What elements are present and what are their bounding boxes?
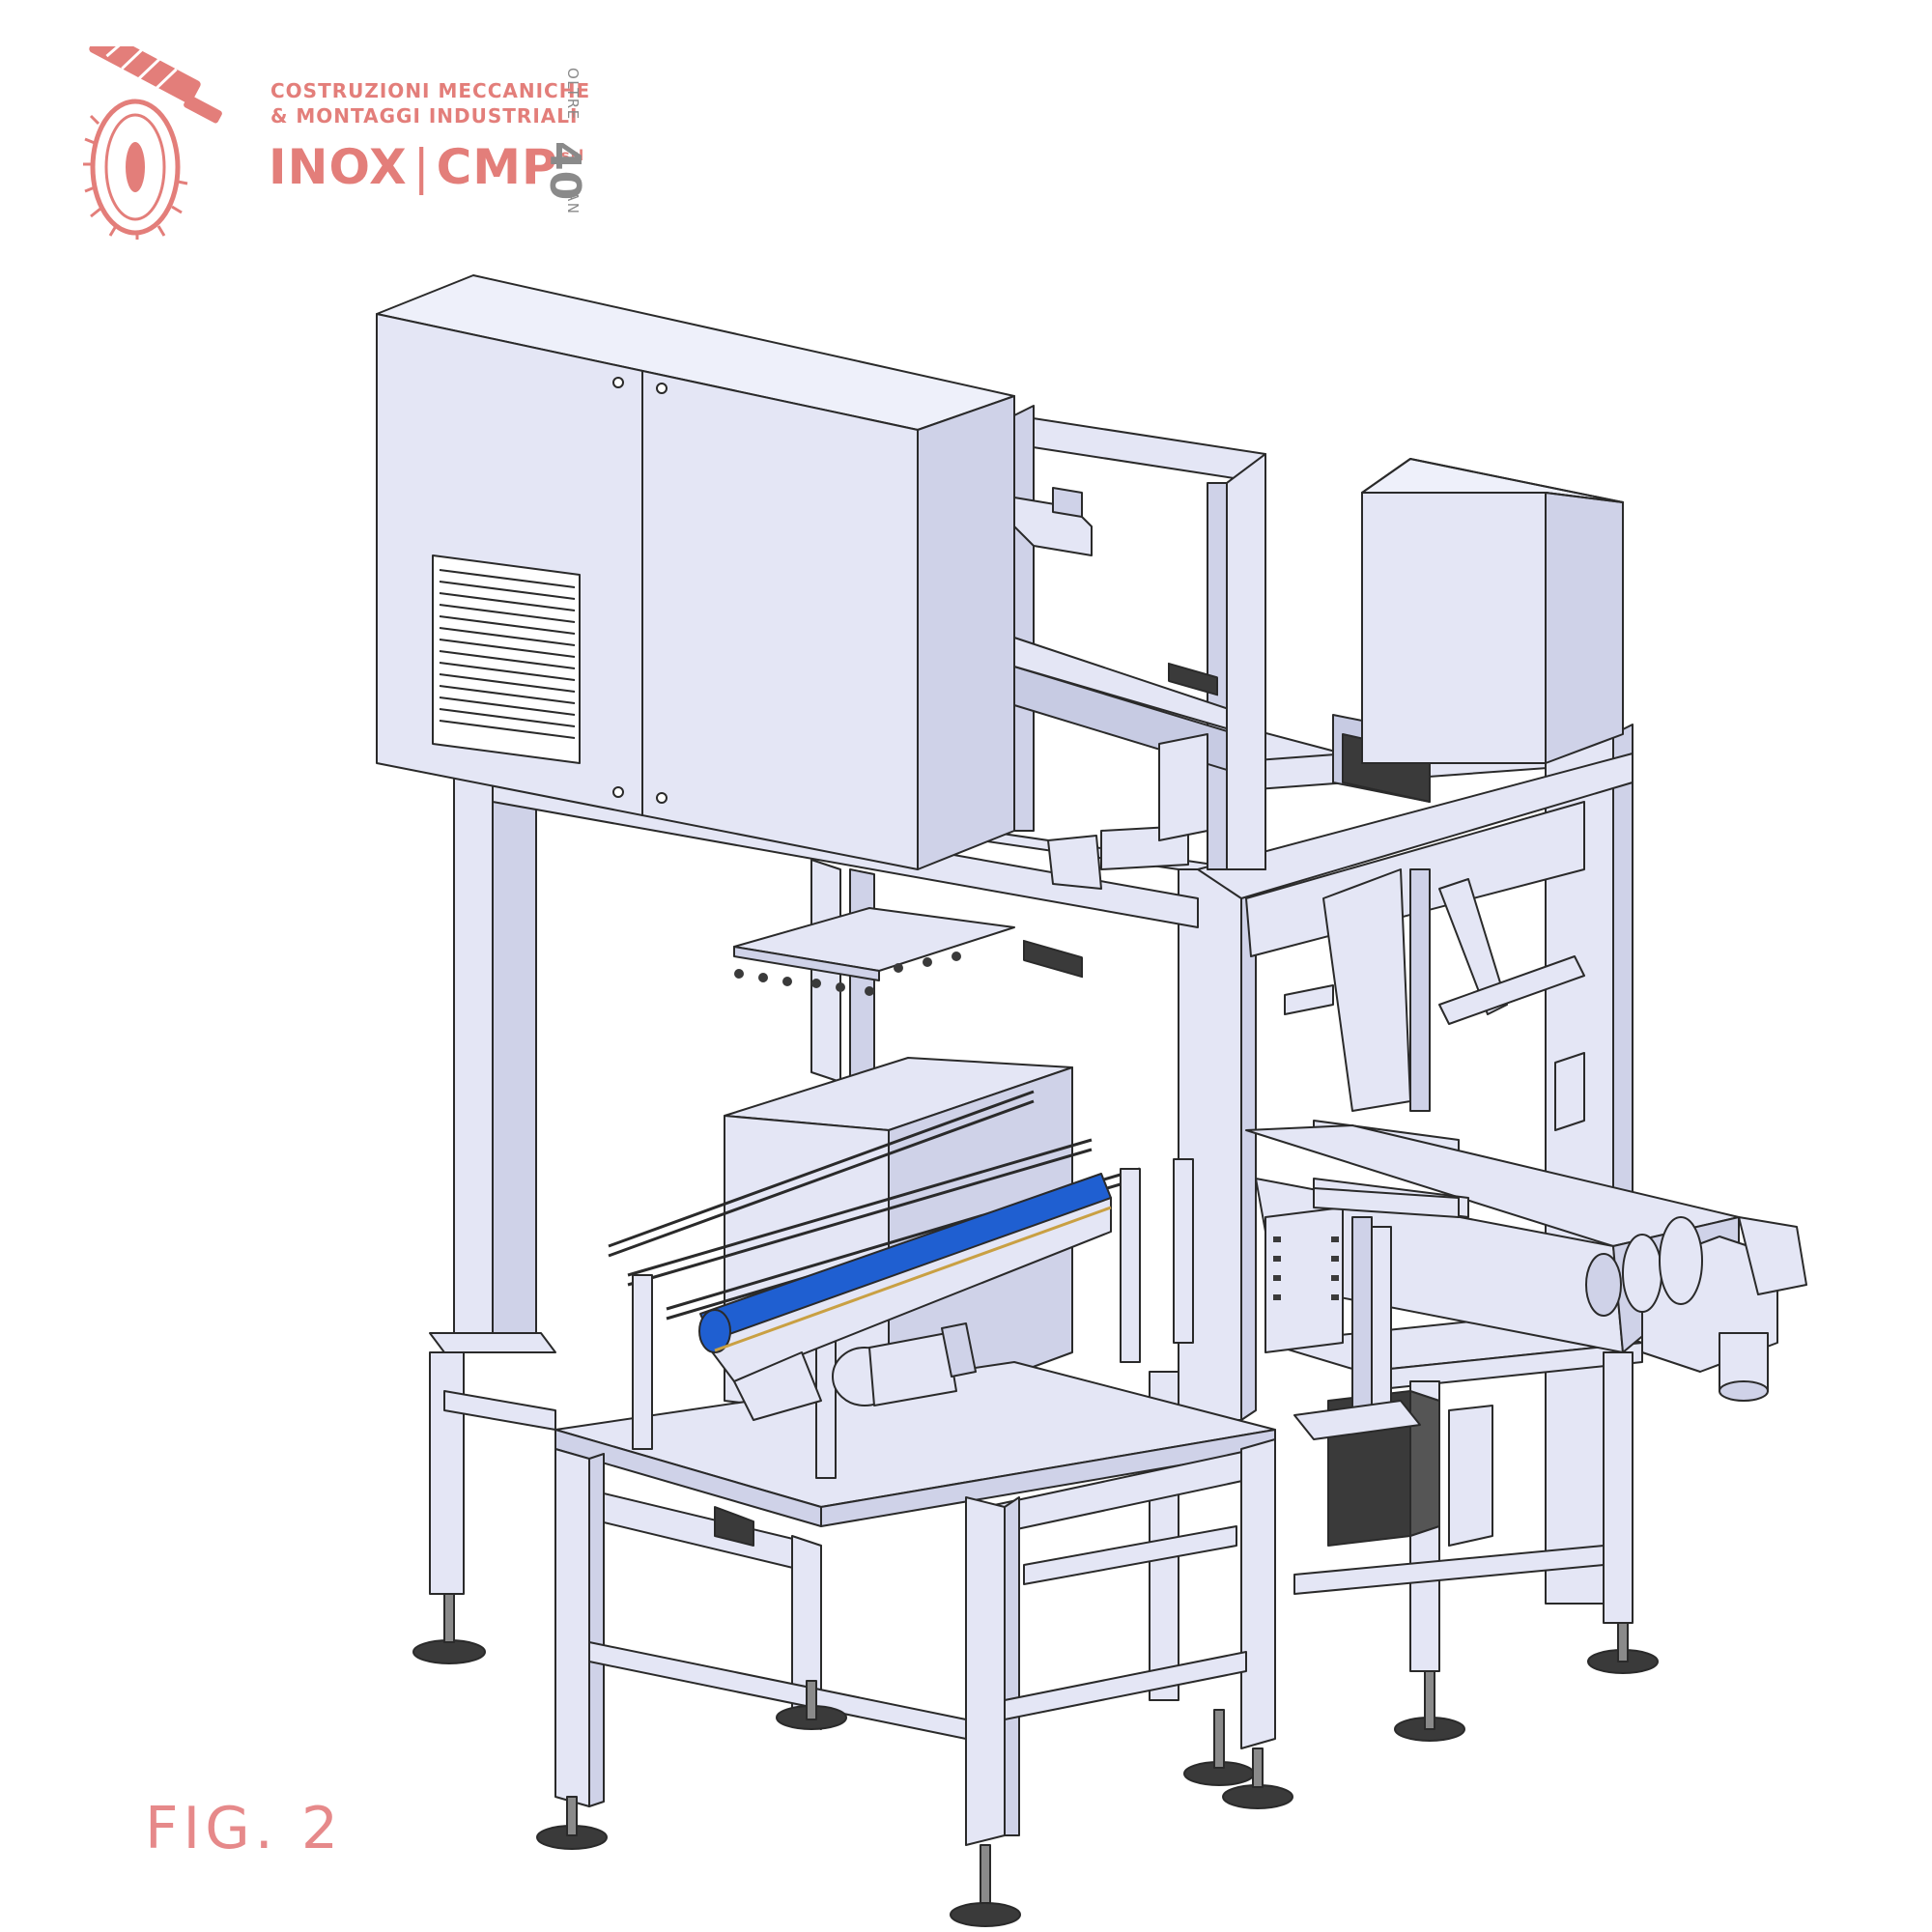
brand-left: INOX	[269, 139, 408, 195]
brand-separator: |	[412, 139, 431, 195]
gear-worm-icon	[83, 46, 222, 240]
figure-label: FIG. 2	[145, 1795, 344, 1862]
gantry-front-column	[1226, 453, 1266, 870]
cabinet-screws	[612, 377, 668, 804]
small-electrical-cabinet	[1361, 458, 1624, 764]
right-pusher-assembly	[1284, 868, 1585, 1170]
output-gear-motor	[1585, 1216, 1807, 1402]
main-electrical-cabinet	[376, 274, 1015, 870]
front-middle-column	[1178, 859, 1257, 1421]
brand-suffix: srl	[560, 147, 585, 164]
leveling-feet	[412, 1593, 1659, 1927]
anniversary-word-top: OLTRE	[564, 68, 582, 121]
infeed-support-posts	[632, 1158, 1194, 1479]
brand-right: CMP	[436, 139, 558, 195]
anniversary-word-bottom: ANNI	[564, 191, 582, 213]
front-table-legs	[554, 1438, 1276, 1846]
gantry-bracket	[1047, 733, 1208, 890]
vacuum-gripper	[733, 859, 1015, 1083]
vertical-flap-column	[1293, 1187, 1460, 1440]
company-logo: COSTRUZIONI MECCANICHE & MONTAGGI INDUST…	[77, 46, 657, 240]
infeed-conveyor	[698, 1173, 1112, 1421]
company-tagline-line1: COSTRUZIONI MECCANICHE	[270, 79, 591, 102]
drive-chain	[1023, 662, 1218, 979]
perforated-side-plate	[1264, 1207, 1344, 1353]
company-tagline-line2: & MONTAGGI INDUSTRIALI	[270, 104, 579, 128]
infeed-motor	[832, 1322, 977, 1406]
grille-slats	[439, 569, 576, 739]
anniversary-badge: OLTRE 40 ANNI	[540, 68, 589, 213]
anniversary-number: 40	[540, 141, 589, 200]
back-left-legs	[429, 1351, 556, 1595]
left-back-column	[429, 762, 556, 1353]
